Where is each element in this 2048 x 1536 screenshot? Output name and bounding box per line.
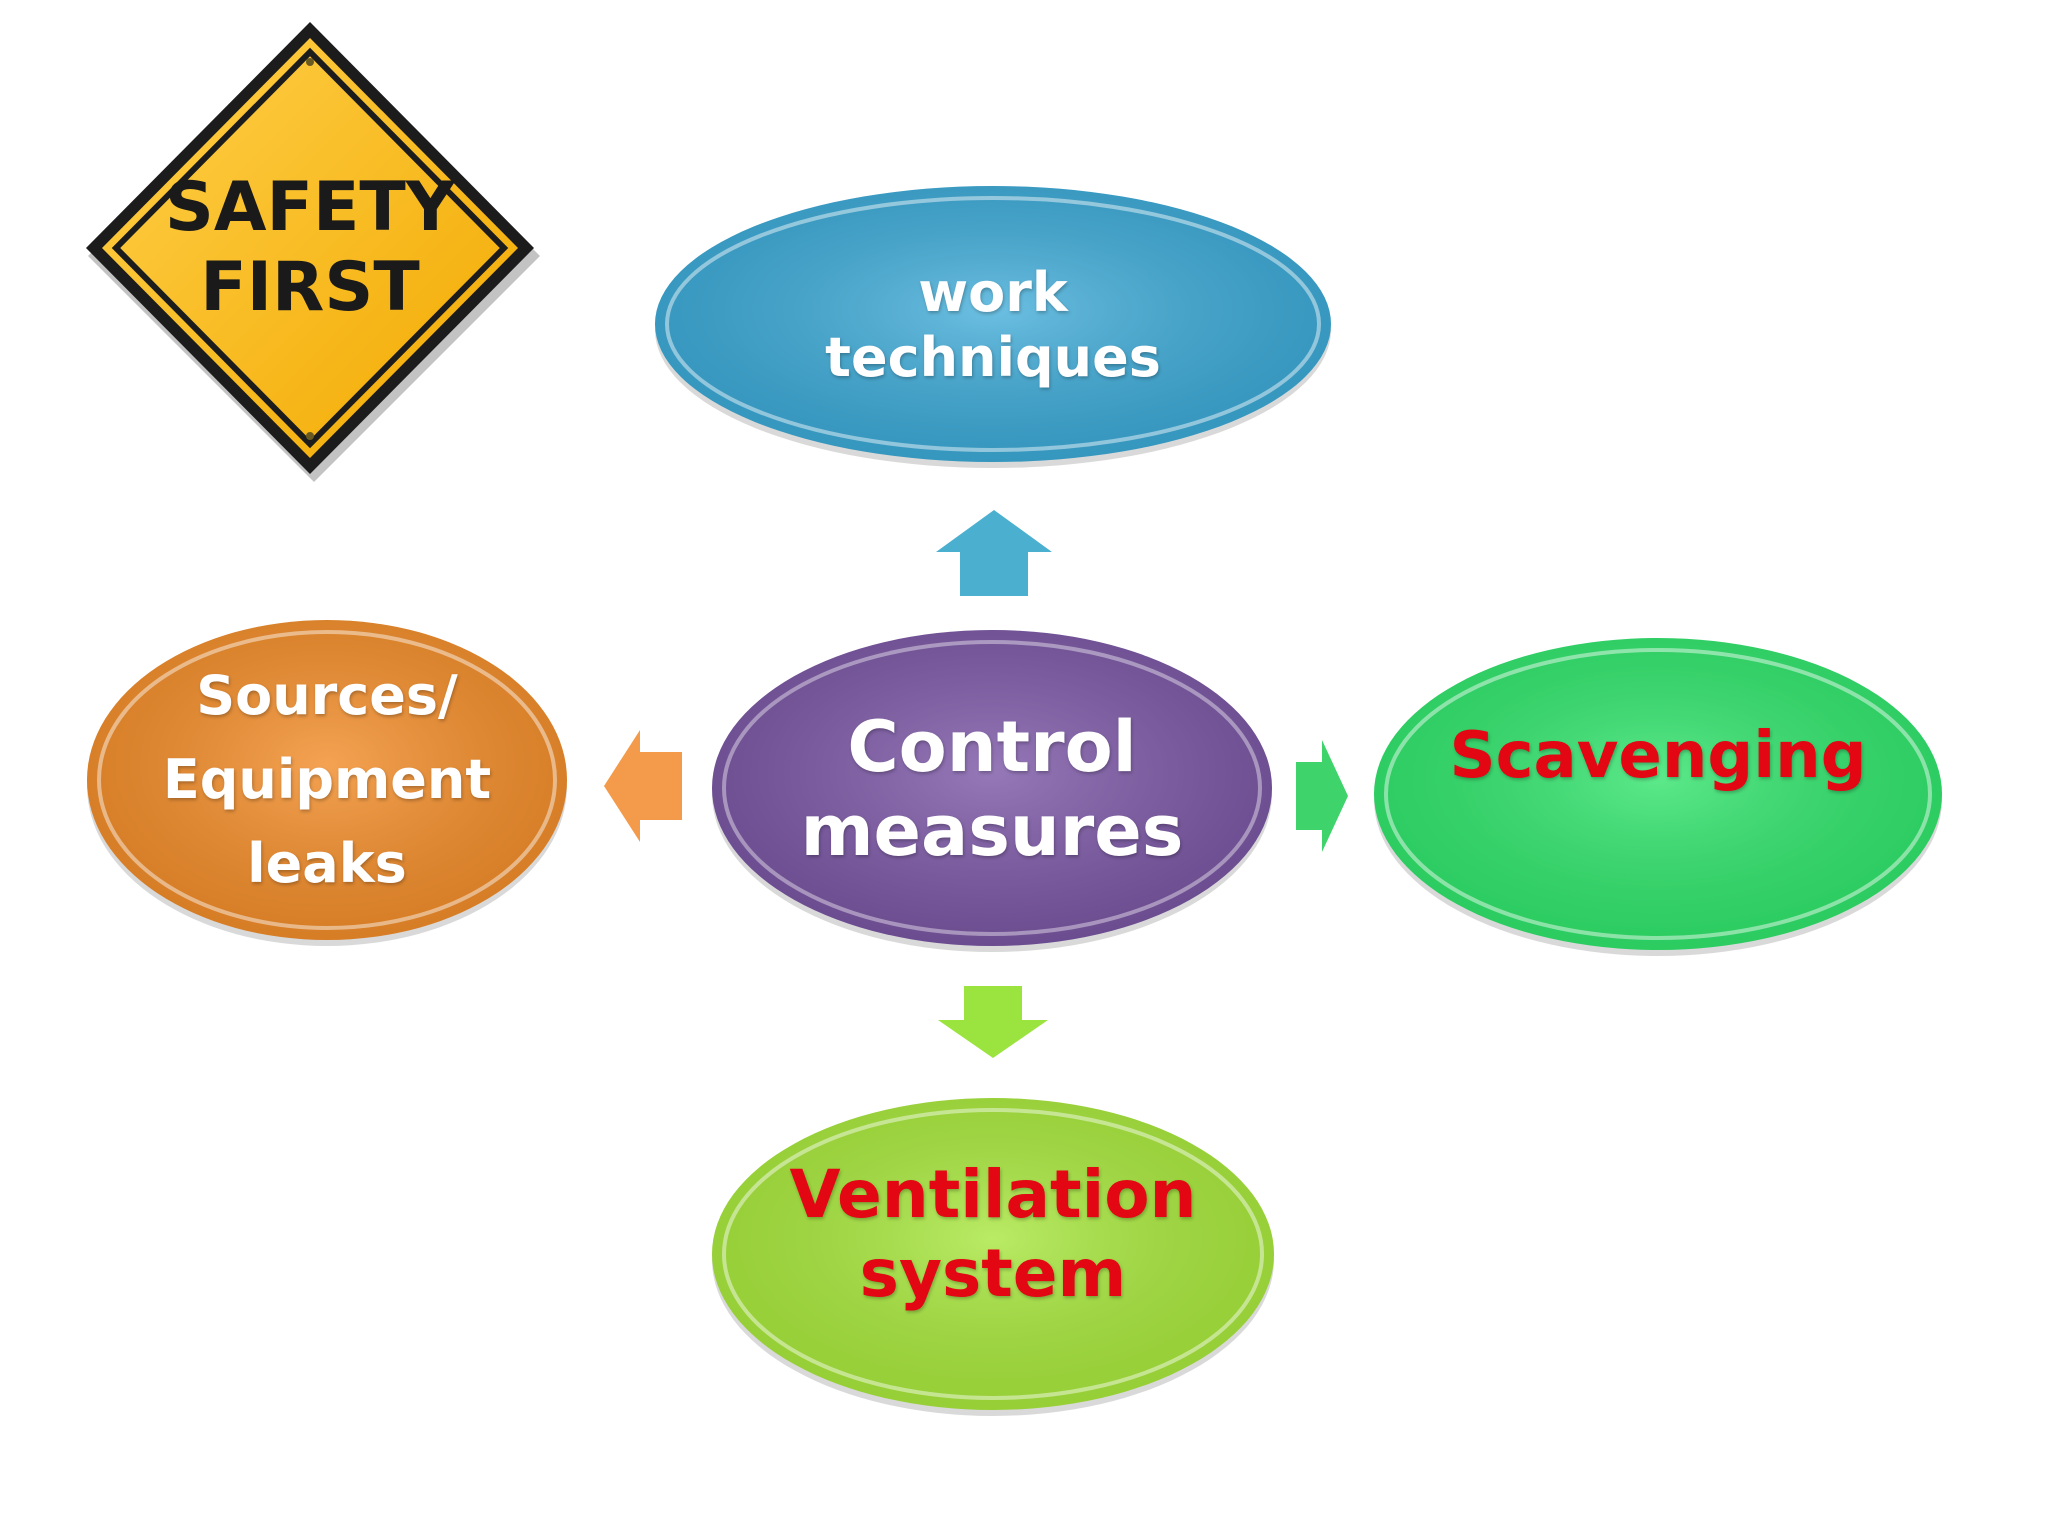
node-label: Sources/ Equipment leaks [162, 664, 492, 895]
arrow-down-shape [938, 986, 1048, 1058]
node-label: Ventilation system [789, 1155, 1197, 1312]
node-control-measures: Control measures [708, 622, 1276, 956]
oval-shape [1374, 638, 1942, 956]
node-label: Scavenging [1449, 718, 1867, 793]
node-scavenging: Scavenging [1370, 628, 1946, 960]
oval-shape [712, 630, 1272, 952]
node-ventilation-system: Ventilation system [708, 1088, 1278, 1420]
arrow-left-shape [604, 730, 682, 842]
oval-shape [712, 1098, 1274, 1416]
arrow-right-shape [1296, 740, 1348, 852]
node-label: Control measures [800, 706, 1184, 872]
node-label: work techniques [825, 261, 1161, 389]
node-work-techniques: work techniques [650, 180, 1336, 472]
sign-line-2: FIRST [200, 248, 420, 327]
oval-shape [655, 186, 1331, 468]
sign-line-1: SAFETY [165, 168, 456, 247]
arrow-down-icon [938, 986, 1048, 1058]
arrow-right-icon [1296, 740, 1348, 852]
oval-shape [87, 620, 567, 946]
arrow-up-shape [936, 510, 1052, 596]
arrow-left-icon [604, 730, 682, 842]
node-sources-equipment-leaks: Sources/ Equipment leaks [82, 612, 572, 948]
safety-first-sign-icon: SAFETY FIRST [86, 22, 540, 482]
arrow-up-icon [936, 510, 1052, 596]
